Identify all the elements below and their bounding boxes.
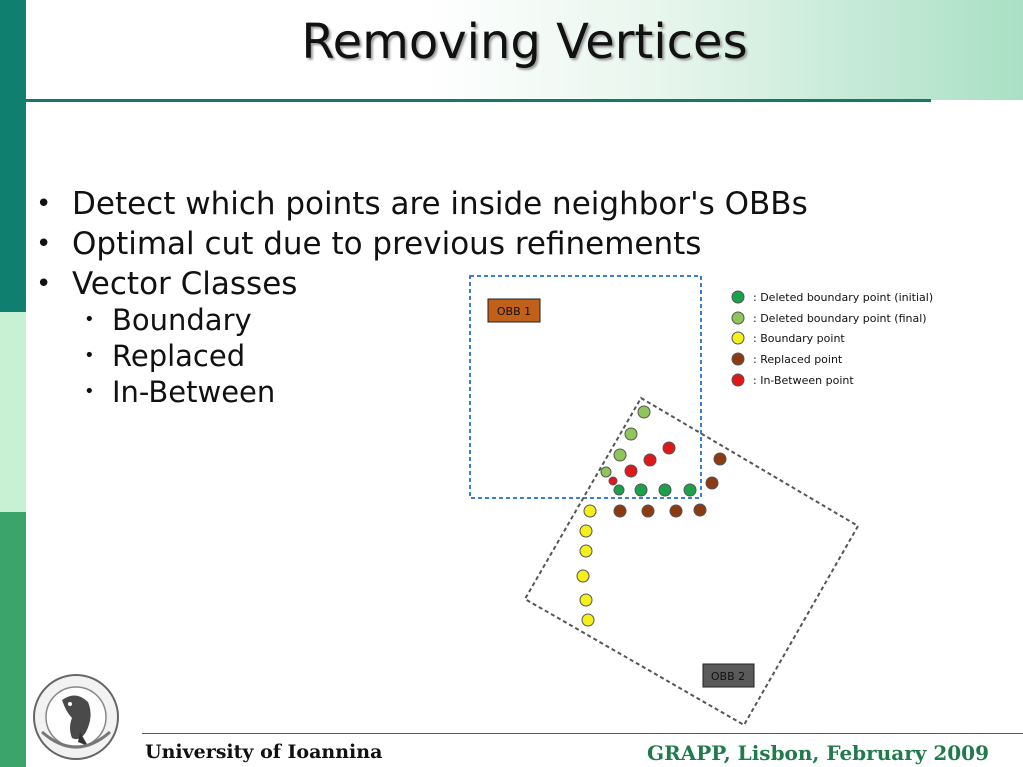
legend-deleted-final: : Deleted boundary point (final) (753, 312, 927, 325)
point-boundary (579, 524, 593, 538)
point-in-between (643, 453, 657, 467)
point-boundary (579, 544, 593, 558)
bullet-glyph: • (84, 309, 95, 330)
point-boundary (579, 593, 593, 607)
obb2-box (523, 396, 860, 727)
point-boundary (583, 504, 597, 518)
point-boundary (576, 569, 590, 583)
bullet-text: Optimal cut due to previous refinements (72, 226, 702, 262)
header-band (26, 0, 1023, 100)
point-in-between (608, 476, 618, 486)
sub-bullet-item: • Boundary (82, 302, 275, 338)
sub-bullet-item: • Replaced (82, 338, 275, 374)
legend-swatch-replaced (731, 352, 745, 366)
bullet-item: • Optimal cut due to previous refinements (32, 224, 808, 264)
left-bar-middle (0, 312, 26, 512)
obb1-box (469, 275, 702, 499)
sub-bullet-item: • In-Between (82, 374, 275, 410)
legend-boundary: : Boundary point (753, 332, 845, 345)
left-bar-top (0, 0, 26, 312)
bullet-glyph: • (84, 381, 95, 402)
legend-deleted-initial: : Deleted boundary point (initial) (753, 291, 933, 304)
bullet-text: Vector Classes (72, 266, 298, 302)
sub-bullet-text: Replaced (112, 339, 246, 373)
bullet-item: • Detect which points are inside neighbor… (32, 184, 808, 224)
point-replaced (713, 452, 727, 466)
point-deleted-final (637, 405, 651, 419)
left-accent-bar (0, 0, 26, 767)
footer-institution: University of Ioannina (145, 741, 383, 763)
sub-bullet-list: • Boundary • Replaced • In-Between (82, 302, 275, 410)
legend-in-between: : In-Between point (753, 374, 854, 387)
bullet-glyph: • (36, 189, 52, 219)
university-seal-logo (33, 674, 119, 760)
point-replaced (613, 504, 627, 518)
point-replaced (705, 476, 719, 490)
point-deleted-final (600, 466, 612, 478)
point-deleted-initial (683, 483, 697, 497)
point-in-between (624, 464, 638, 478)
point-deleted-final (624, 427, 638, 441)
point-deleted-final (613, 448, 627, 462)
footer-rule (142, 733, 1023, 734)
point-deleted-initial (658, 483, 672, 497)
sub-bullet-text: Boundary (112, 303, 252, 337)
bullet-list: • Detect which points are inside neighbor… (32, 184, 808, 304)
obb2-label-box (702, 663, 755, 688)
legend-swatch-in-between (731, 373, 745, 387)
bullet-item: • Vector Classes (32, 264, 808, 304)
bullet-glyph: • (36, 229, 52, 259)
point-boundary (581, 613, 595, 627)
legend-swatch-deleted-initial (731, 290, 745, 304)
obb1-label: OBB 1 (497, 305, 531, 318)
slide-title: Removing Vertices (301, 14, 748, 70)
point-deleted-initial (634, 483, 648, 497)
bullet-glyph: • (84, 345, 95, 366)
bullet-text: Detect which points are inside neighbor'… (72, 186, 808, 222)
left-bar-bottom (0, 512, 26, 767)
point-replaced (641, 504, 655, 518)
point-deleted-initial (613, 484, 625, 496)
footer-conference: GRAPP, Lisbon, February 2009 (647, 741, 989, 765)
legend-replaced: : Replaced point (753, 353, 843, 366)
sub-bullet-text: In-Between (112, 375, 276, 409)
obb1-label-box (487, 298, 541, 323)
bullet-glyph: • (36, 269, 52, 299)
title-underline (26, 99, 931, 102)
point-replaced (693, 503, 707, 517)
obb2-label: OBB 2 (711, 670, 745, 683)
legend-swatch-boundary (731, 331, 745, 345)
legend-swatch-deleted-final (731, 311, 745, 325)
point-in-between (662, 441, 676, 455)
point-replaced (669, 504, 683, 518)
